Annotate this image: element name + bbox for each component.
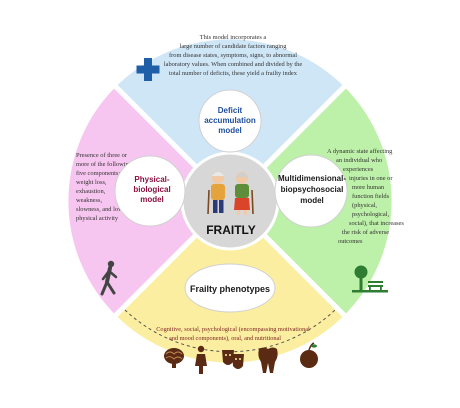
bottom-line-1: Cognitive, social, psychological (encomp… (156, 326, 310, 333)
right-line-2: an individual who (336, 157, 382, 164)
tree-bench-icon (352, 265, 388, 293)
multidimensional-model-circle (274, 154, 348, 228)
walking-person-icon (100, 260, 118, 296)
left-line-4: weight loss, (76, 179, 107, 186)
right-line-9: social), that increases (349, 220, 404, 227)
plus-cross-icon (136, 58, 160, 81)
apple-icon (300, 342, 318, 368)
left-line-7: slowness, and low (76, 206, 123, 213)
bottom-panel-text: Cognitive, social, psychological (encomp… (156, 326, 310, 342)
physical-line-2: biological (133, 185, 170, 194)
right-line-3: experiences (343, 166, 374, 173)
right-line-7: (physical, (352, 202, 377, 209)
person-icon (195, 345, 207, 374)
right-line-11: outcomes (338, 238, 363, 245)
top-line-3: from disease states, symptoms, signs, to… (169, 52, 297, 59)
center-label: FRAITLY (206, 223, 256, 237)
top-line-2: large number of candidate factors rangin… (180, 43, 288, 50)
left-line-5: exhaustion, (76, 188, 106, 195)
right-line-4: injuries in one or (349, 175, 393, 182)
left-line-2: more of the following (76, 161, 133, 168)
right-line-6: function fields (352, 193, 390, 200)
left-line-8: physical activity (76, 215, 119, 222)
physical-line-3: model (140, 195, 164, 204)
multidimensional-model-label: Multidimensional- biopsychosocial model (278, 174, 346, 205)
elderly-couple-icon (207, 172, 254, 215)
physical-model-label: Physical- biological model (133, 175, 170, 204)
multi-line-2: biopsychosocial (281, 185, 344, 194)
top-line-1: This model incorporates a (200, 34, 267, 41)
brain-icon (164, 348, 184, 368)
right-line-1: A dynamic state affecting (327, 148, 393, 155)
multi-line-1: Multidimensional- (278, 174, 346, 183)
left-line-6: weakness, (76, 197, 102, 204)
right-line-5: more human (352, 184, 385, 191)
phenotypes-label: Frailty phenotypes (190, 284, 270, 294)
right-line-8: psychological, (352, 211, 389, 218)
left-line-1: Presence of three or (76, 152, 128, 159)
physical-model-circle (114, 155, 186, 227)
deficit-line-2: accumulation (204, 116, 256, 125)
right-panel-text: A dynamic state affecting an individual … (327, 148, 404, 245)
left-line-3: five components: (76, 170, 120, 177)
left-panel-text: Presence of three or more of the followi… (76, 152, 133, 222)
top-panel-text: This model incorporates a large number o… (164, 34, 302, 77)
physical-line-1: Physical- (134, 175, 169, 184)
deficit-line-3: model (218, 126, 242, 135)
right-line-10: the risk of adverse (342, 229, 389, 236)
tooth-icon (258, 347, 278, 373)
multi-line-3: model (300, 196, 324, 205)
top-line-4: laboratory values. When combined and div… (164, 61, 302, 68)
bottom-line-2: and mood components), oral, and nutritio… (169, 335, 281, 342)
deficit-line-1: Deficit (218, 106, 243, 115)
top-line-5: total number of deficits, these yield a … (169, 70, 298, 77)
deficit-model-label: Deficit accumulation model (204, 106, 256, 135)
phenotypes-ellipse (184, 263, 276, 313)
deficit-model-circle (198, 89, 262, 153)
theatre-masks-icon (222, 350, 244, 369)
